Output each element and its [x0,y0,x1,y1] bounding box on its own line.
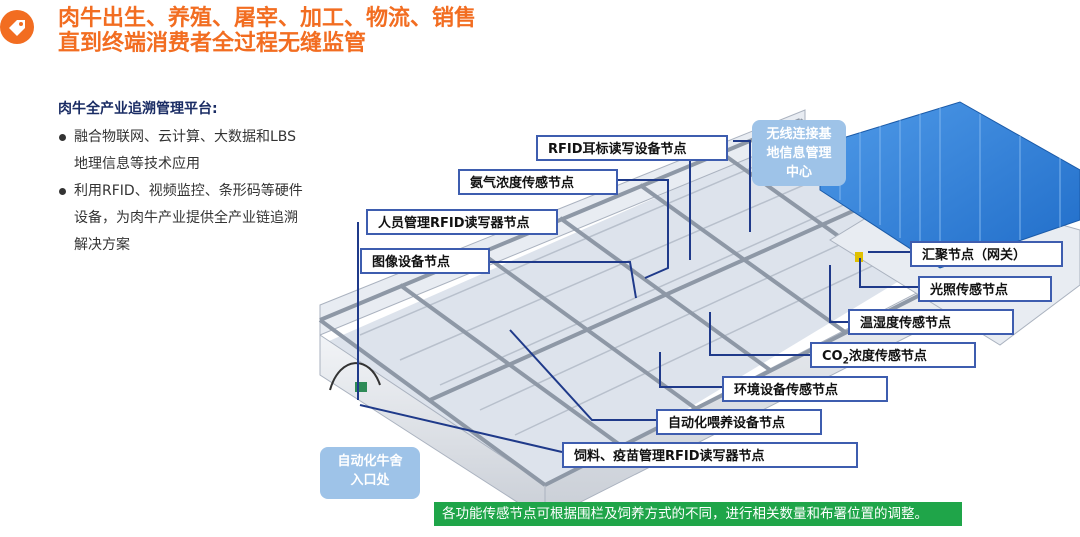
bubble-entrance: 自动化牛舍 入口处 [320,447,420,499]
title-line-1: 肉牛出生、养殖、屠宰、加工、物流、销售 [58,6,477,31]
page-title: 肉牛出生、养殖、屠宰、加工、物流、销售 直到终端消费者全过程无缝监管 [58,6,476,56]
title-line-2: 直到终端消费者全过程无缝监管 [58,31,367,56]
logo-icon [0,10,34,44]
label-rfid-ear-tag: RFID耳标读写设备节点 [536,135,728,161]
label-image-device: 图像设备节点 [360,248,490,274]
feature-list: 融合物联网、云计算、大数据和LBS地理信息等技术应用 利用RFID、视频监控、条… [58,124,308,259]
co2-suffix: 浓度传感节点 [848,349,927,364]
deployment-note: 各功能传感节点可根据围栏及饲养方式的不同，进行相关数量和布署位置的调整。 [434,502,962,526]
co2-subscript: 2 [842,356,849,367]
label-environment-sensor: 环境设备传感节点 [722,376,888,402]
co2-prefix: CO [822,349,843,364]
label-ammonia-sensor: 氨气浓度传感节点 [458,169,618,195]
label-feed-vaccine-rfid: 饲料、疫苗管理RFID读写器节点 [562,442,858,468]
label-temp-humidity: 温湿度传感节点 [848,309,1014,335]
bubble-text: 入口处 [350,473,390,488]
gateway-device [855,252,863,262]
label-light-sensor: 光照传感节点 [918,276,1052,302]
bubble-text: 自动化牛舍 [337,454,403,469]
bubble-text: 中心 [785,165,812,180]
bubble-text: 地信息管理 [766,146,832,161]
bubble-wireless-center: 无线连接基 地信息管理 中心 [752,120,846,186]
feature-item: 利用RFID、视频监控、条形码等硬件设备，为肉牛产业提供全产业链追溯解决方案 [58,178,308,259]
feature-item: 融合物联网、云计算、大数据和LBS地理信息等技术应用 [58,124,308,178]
label-personnel-rfid: 人员管理RFID读写器节点 [366,209,558,235]
label-feeding-device: 自动化喂养设备节点 [656,409,822,435]
label-co2-sensor: CO2浓度传感节点 [810,342,976,368]
platform-heading: 肉牛全产业追溯管理平台: [58,101,218,117]
label-gateway: 汇聚节点（网关） [910,241,1063,267]
blue-roof [819,101,1080,269]
entrance-gate [329,362,381,391]
barn-diagram: RFID耳标读写设备节点 氨气浓度传感节点 人员管理RFID读写器节点 图像设备… [300,90,1080,537]
bubble-text: 无线连接基 [766,127,832,142]
